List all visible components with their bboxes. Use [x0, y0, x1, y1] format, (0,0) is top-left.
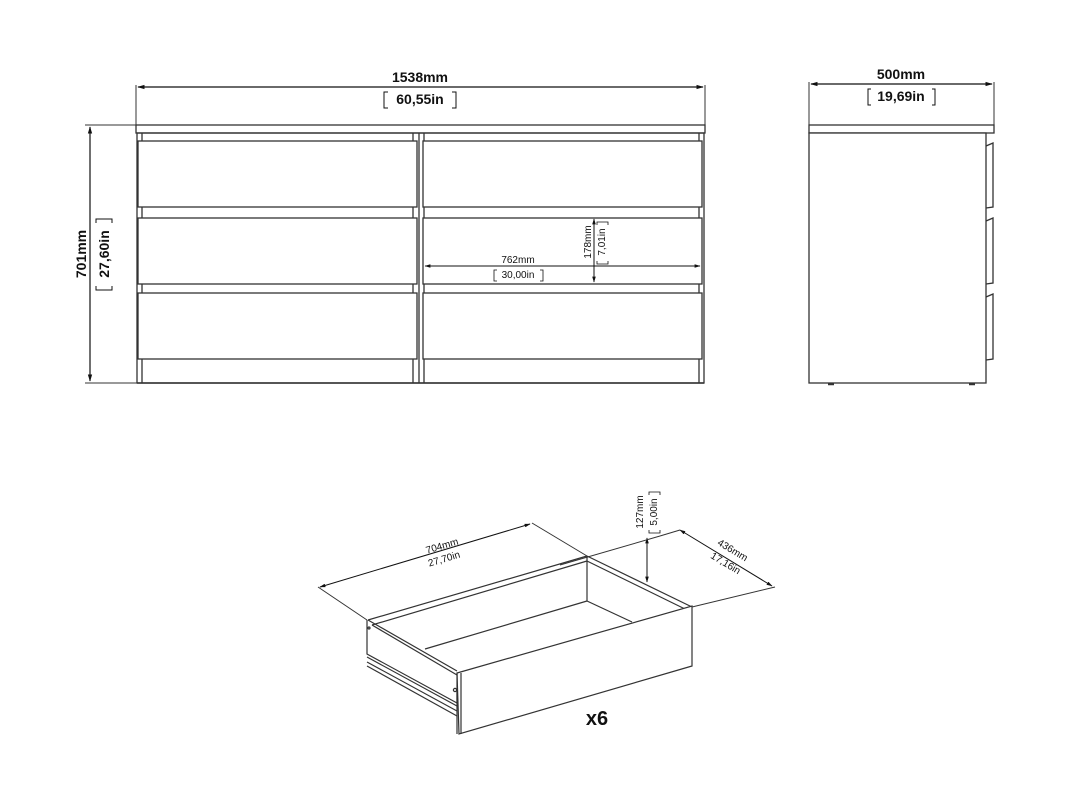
drawer-front-width-in: 30,00in	[502, 270, 535, 281]
front-width-in: 60,55in	[396, 91, 443, 107]
drawer-front-left-1	[137, 140, 418, 208]
top-slab	[135, 124, 706, 134]
side-depth-dimension: 500mm 19,69in	[808, 66, 995, 125]
drawer-front-left-3	[137, 292, 418, 360]
side-drawer-1	[985, 142, 994, 209]
drawer-height-in: 5,00in	[649, 498, 660, 525]
drawer-front-right-1	[422, 140, 703, 208]
side-panel	[808, 132, 987, 384]
side-depth-in: 19,69in	[877, 88, 924, 104]
drawer-depth-dimension: 436mm 17,16in	[659, 529, 776, 608]
front-height-in: 27,60in	[96, 230, 112, 277]
drawer-front-panel	[456, 605, 693, 735]
side-depth-mm: 500mm	[877, 66, 925, 82]
drawer-front-height-dimension: 178mm 7,01in	[583, 218, 609, 283]
front-width-mm: 1538mm	[392, 69, 448, 85]
side-drawer-2	[985, 217, 994, 285]
drawer-height-dimension: 127mm 5,00in	[559, 491, 661, 583]
drawer-length-dimension: 704mm 27,70in	[317, 522, 588, 621]
drawer-front-right-2	[422, 217, 703, 285]
front-view	[135, 124, 706, 384]
drawer-front-width-mm: 762mm	[501, 255, 534, 266]
side-drawer-3	[985, 293, 994, 361]
drawer-front-height-in: 7,01in	[597, 228, 608, 255]
front-width-dimension: 1538mm 60,55in	[135, 69, 706, 125]
side-view	[808, 124, 995, 386]
drawer-height-mm: 127mm	[635, 495, 646, 528]
drawer-isometric	[366, 555, 693, 735]
drawer-front-height-mm: 178mm	[583, 225, 594, 258]
front-height-mm: 701mm	[73, 230, 89, 278]
drawer-quantity: x6	[586, 708, 608, 730]
side-top-slab	[808, 124, 995, 134]
front-height-dimension: 701mm 27,60in	[73, 124, 137, 384]
drawer-front-right-3	[422, 292, 703, 360]
drawer-front-width-dimension: 762mm 30,00in	[424, 255, 701, 282]
drawer-front-left-2	[137, 217, 418, 285]
